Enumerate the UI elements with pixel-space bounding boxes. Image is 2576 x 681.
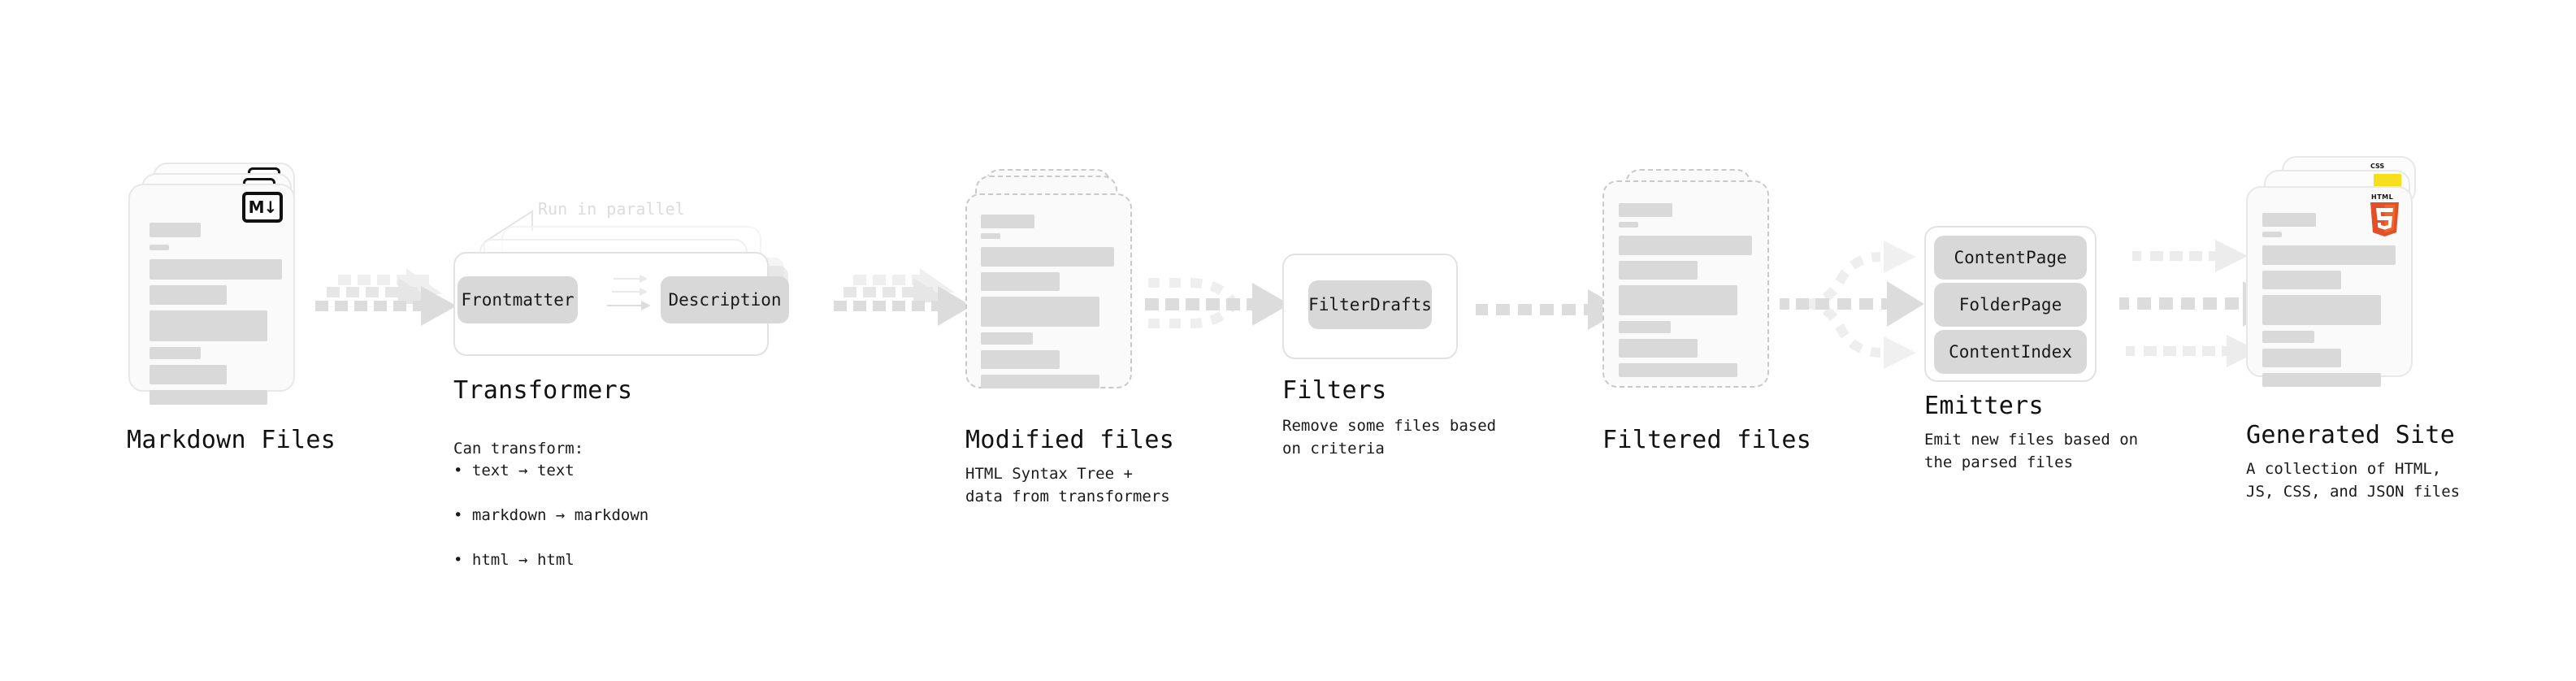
content-line [981,215,1034,228]
emitters-subtitle: Emit new files based on the parsed files [1924,431,2139,471]
emitters-pill-folderpage[interactable]: FolderPage [1934,283,2087,327]
content-line [150,365,227,384]
content-line [2262,232,2282,237]
transformers-pill-description[interactable]: Description [661,276,789,323]
content-line [2262,245,2396,265]
content-line [150,259,282,280]
markdown-icon: M↓ [242,192,283,223]
svg-text:CSS: CSS [2370,163,2384,170]
filtered-files-title: Filtered files [1602,426,1812,454]
run-in-parallel-annotation: Run in parallel [538,199,685,219]
modified-file-content-lines [981,215,1115,396]
filters-subtitle: Remove some files based on criteria [1282,417,1497,458]
content-line [1619,321,1671,333]
transformers-pill-frontmatter[interactable]: Frontmatter [458,276,578,323]
content-line [2262,349,2341,367]
content-line [981,297,1099,327]
generated-site-title: Generated Site [2246,421,2456,449]
content-line [981,272,1060,291]
content-line [2262,295,2381,325]
content-line [1619,236,1752,255]
emitters-pill-contentpage[interactable]: ContentPage [1934,236,2087,280]
content-line [1619,339,1698,358]
transformers-bullet-2: • html → html [453,551,575,570]
content-line [2262,271,2341,289]
content-line [2262,213,2316,227]
filters-pill-filterdrafts[interactable]: FilterDrafts [1308,280,1432,329]
content-line [1619,363,1737,377]
generated-site-subtitle: A collection of HTML, JS, CSS, and JSON … [2246,460,2461,501]
modified-files-stack [965,163,1154,414]
content-line [1619,261,1698,280]
transformers-inner-arrows [607,275,651,310]
emitters-pill-contentindex[interactable]: ContentIndex [1934,330,2087,374]
content-line [981,332,1033,345]
modified-files-title: Modified files [965,426,1175,454]
modified-files-subtitle: HTML Syntax Tree + data from transformer… [965,465,1170,505]
markdown-files-title: Markdown Files [127,426,336,454]
content-line [1619,222,1638,228]
filtered-file-content-lines [1619,203,1753,384]
modified-to-filters-arrow [1145,278,1290,328]
content-line [2262,373,2381,387]
filters-title: Filters [1282,376,1387,405]
content-line [1619,285,1737,315]
svg-text:HTML: HTML [2371,193,2393,201]
content-line [981,233,1000,239]
transformers-subtitle-text: Can transform: [453,439,584,458]
emitters-title: Emitters [1924,392,2044,420]
filtered-files-stack [1602,163,1789,414]
transformers-bullet-0: • text → text [453,462,575,480]
transformers-bullet-1: • markdown → markdown [453,506,649,525]
content-line [150,390,267,405]
content-line [2262,331,2314,343]
filters-to-filtered-arrow [1476,289,1624,330]
content-line [150,285,227,305]
content-line [981,350,1060,369]
markdown-file-content-lines [150,223,282,412]
md-to-transformers-arrow [315,268,457,326]
content-line [150,245,169,250]
transformers-subtitle: Can transform: • text → text • markdown … [453,415,648,594]
site-file-content-lines [2262,213,2396,394]
transformers-to-modified-arrow [834,268,972,326]
markdown-files-stack: M↓ M↓ M↓ [128,163,315,414]
content-line [150,347,201,359]
content-line [981,375,1099,388]
content-line [981,247,1114,267]
generated-site-stack: CSS HTML [2246,154,2449,414]
content-line [1619,203,1672,217]
content-line [150,310,267,341]
html5-icon: HTML [2370,193,2399,236]
filtered-to-emitters-arrow [1780,241,1924,369]
content-line [150,223,201,237]
transformers-title: Transformers [453,376,633,405]
